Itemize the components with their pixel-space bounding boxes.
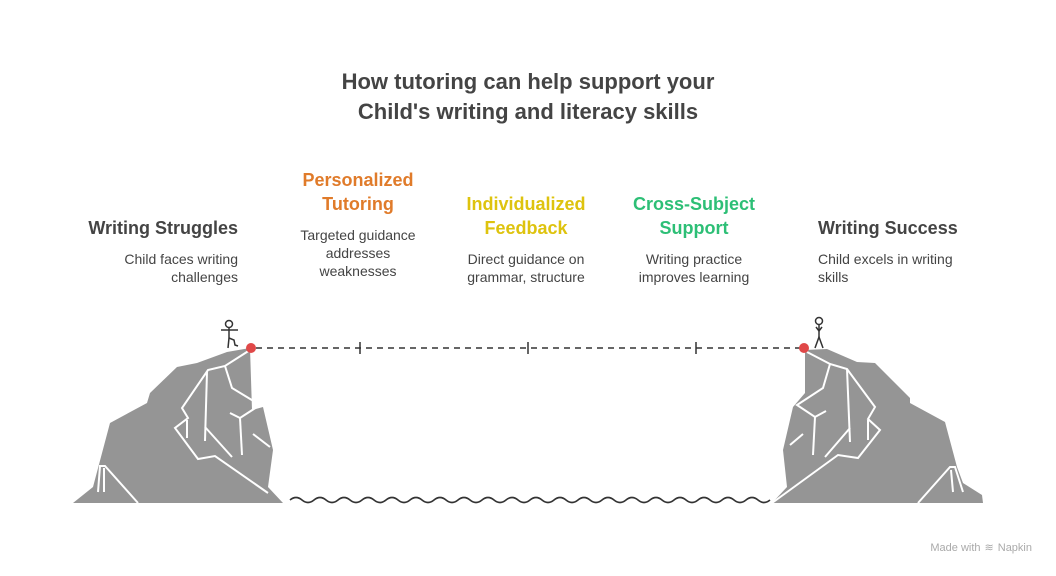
step-desc: Child excels in writing skills xyxy=(818,251,953,285)
napkin-logo-icon: ≋ xyxy=(984,542,994,554)
footer-label: Made with xyxy=(930,541,981,554)
step-personalized-tutoring: Personalized Tutoring Targeted guidance … xyxy=(258,168,458,280)
step-title: Individualized Feedback xyxy=(466,194,586,238)
end-marker xyxy=(799,343,809,353)
step-cross-subject-support: Cross-Subject Support Writing practice i… xyxy=(594,192,794,286)
step-title: Personalized Tutoring xyxy=(302,170,414,214)
bridge-path xyxy=(256,342,800,354)
step-desc: Writing practice improves learning xyxy=(638,251,750,285)
step-writing-struggles: Writing Struggles Child faces writing ch… xyxy=(38,216,238,286)
footer-brand: Napkin xyxy=(997,541,1032,554)
step-desc: Targeted guidance addresses weaknesses xyxy=(300,227,416,279)
right-cliff xyxy=(771,349,983,504)
step-title: Writing Success xyxy=(818,218,958,238)
left-cliff xyxy=(73,348,283,504)
step-desc: Child faces writing challenges xyxy=(124,251,238,285)
step-desc: Direct guidance on grammar, structure xyxy=(467,251,585,285)
title-line-1: How tutoring can help support your xyxy=(341,69,715,94)
page-title: How tutoring can help support your Child… xyxy=(0,67,1056,127)
title-line-2: Child's writing and literacy skills xyxy=(357,99,699,124)
stick-figure-success-icon xyxy=(814,316,824,349)
water-waves xyxy=(289,496,771,504)
start-marker xyxy=(246,343,256,353)
napkin-watermark: Made with ≋ Napkin xyxy=(930,541,1032,555)
step-writing-success: Writing Success Child excels in writing … xyxy=(818,216,1018,286)
step-title: Cross-Subject Support xyxy=(632,194,756,238)
stick-figure-struggling-icon xyxy=(221,319,239,349)
step-individualized-feedback: Individualized Feedback Direct guidance … xyxy=(426,192,626,286)
step-title: Writing Struggles xyxy=(88,218,238,238)
